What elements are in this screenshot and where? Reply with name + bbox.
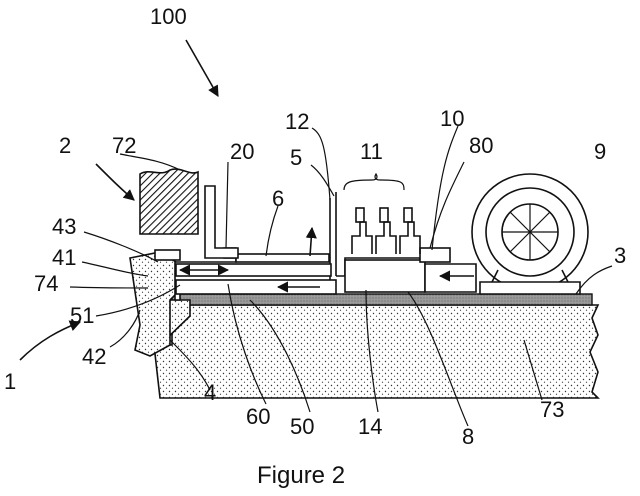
ref-73: 73 xyxy=(540,397,564,422)
ref-4: 4 xyxy=(204,380,216,405)
ref-74: 74 xyxy=(34,271,58,296)
ref-20: 20 xyxy=(230,139,254,164)
ref-72: 72 xyxy=(112,133,136,158)
ref-2: 2 xyxy=(59,133,71,158)
ref-3: 3 xyxy=(614,243,626,268)
ref-5: 5 xyxy=(290,145,302,170)
ref-43: 43 xyxy=(52,214,76,239)
grey-strip xyxy=(172,294,592,305)
fan-spokes xyxy=(502,204,558,260)
ref-50: 50 xyxy=(290,414,314,439)
brace-11 xyxy=(344,174,404,190)
ref-11: 11 xyxy=(360,139,383,164)
ref-10: 10 xyxy=(440,106,464,131)
ref-41: 41 xyxy=(52,245,76,270)
heater-group xyxy=(352,208,420,254)
ref-60: 60 xyxy=(246,404,270,429)
element-6 xyxy=(236,254,329,262)
hatched-block xyxy=(140,169,198,234)
element-80 xyxy=(420,248,450,262)
fan-base xyxy=(480,282,580,294)
ref-12: 12 xyxy=(285,109,309,134)
ref-8: 8 xyxy=(462,424,474,449)
ground-base xyxy=(154,305,598,398)
figure-caption: Figure 2 xyxy=(257,462,345,489)
ref-80: 80 xyxy=(469,133,493,158)
upright-bracket xyxy=(205,186,238,258)
ref-14: 14 xyxy=(358,414,382,439)
arrow-up xyxy=(310,228,312,256)
ref-6: 6 xyxy=(272,186,284,211)
ref-51: 51 xyxy=(70,303,94,328)
arrow-100 xyxy=(186,40,218,96)
ref-100: 100 xyxy=(150,4,187,29)
nozzle-cap xyxy=(155,250,180,260)
chamber-8 xyxy=(345,260,425,292)
ref-42: 42 xyxy=(82,344,106,369)
connector xyxy=(425,264,476,292)
arrow-2 xyxy=(96,164,134,200)
ref-1: 1 xyxy=(4,369,16,394)
ref-9: 9 xyxy=(594,139,606,164)
